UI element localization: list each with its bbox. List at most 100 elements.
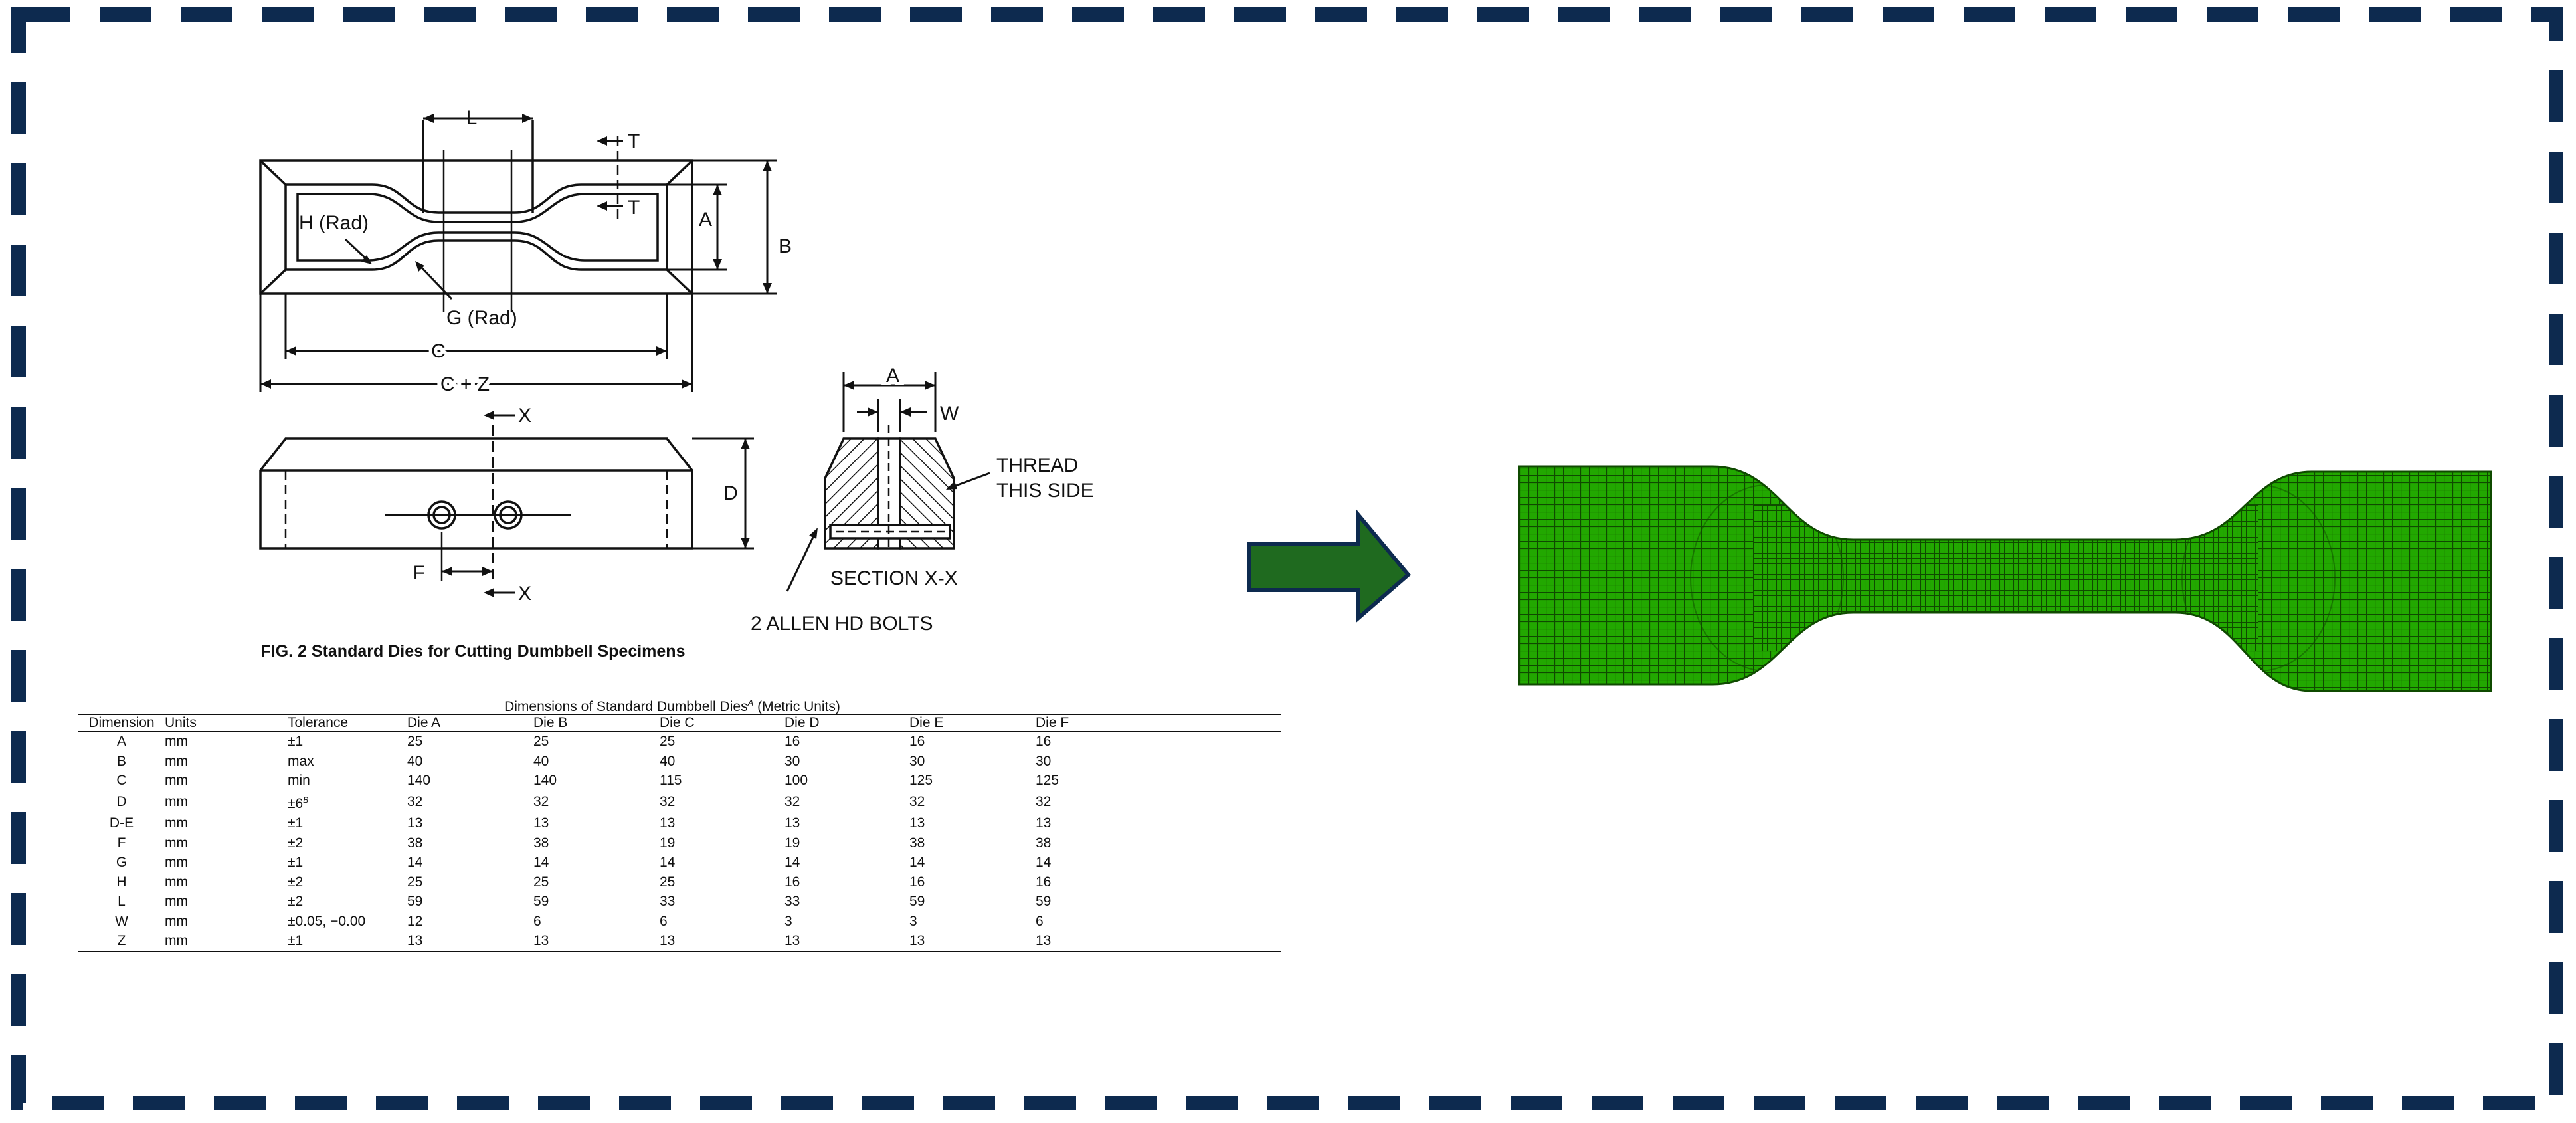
table-cell: C <box>78 771 165 791</box>
cell-value: 13 <box>784 933 800 948</box>
cell-value: 32 <box>407 794 423 809</box>
cell-value: C <box>116 773 127 788</box>
cell-value: 13 <box>533 933 549 948</box>
cell-value: D-E <box>109 815 134 831</box>
figure-caption: FIG. 2 Standard Dies for Cutting Dumbbel… <box>261 642 686 661</box>
table-caption-units: (Metric Units) <box>753 699 840 714</box>
label-L: L <box>466 107 478 129</box>
table-cell: 32 <box>784 791 909 814</box>
section-arrows-T <box>597 136 623 211</box>
dashed-frame <box>11 7 2563 1110</box>
table-cell: 38 <box>909 833 1036 853</box>
label-T-top: T <box>628 130 640 152</box>
cell-value: 13 <box>909 933 925 948</box>
cell-value: ±2 <box>288 894 304 909</box>
cell-value: 6 <box>1036 913 1044 929</box>
cell-value: ±6 <box>288 795 304 811</box>
cell-value: 25 <box>533 874 549 890</box>
cell-value: 13 <box>407 933 423 948</box>
label-X-top: X <box>518 405 531 427</box>
cell-value: 16 <box>784 734 800 749</box>
label-section-x-x: SECTION X-X <box>830 567 958 589</box>
cell-value: 30 <box>1036 753 1052 769</box>
cell-value: D <box>116 794 127 809</box>
table-cell: 59 <box>533 892 660 912</box>
cell-value: 32 <box>1036 794 1052 809</box>
cell-value: 40 <box>407 753 423 769</box>
cell-value: max <box>288 753 314 769</box>
die-top-view <box>259 120 693 312</box>
table-cell: mm <box>165 813 288 833</box>
table-cell: 25 <box>660 732 784 752</box>
cell-value: 32 <box>909 794 925 809</box>
table-cell: mm <box>165 791 288 814</box>
column-header: Die C <box>660 714 784 732</box>
cell-value: 16 <box>909 734 925 749</box>
cell-value: 13 <box>533 815 549 831</box>
cell-value: ±2 <box>288 874 304 890</box>
table-cell: max <box>288 752 407 771</box>
table-cell: 13 <box>533 813 660 833</box>
table-caption: Dimensions of Standard Dumbbell DiesA (M… <box>473 698 872 715</box>
cell-value: 38 <box>407 835 423 851</box>
cell-value: 125 <box>909 773 933 788</box>
thread-leader <box>786 472 990 592</box>
cell-value: 59 <box>909 894 925 909</box>
cell-value: 140 <box>533 773 557 788</box>
cell-value: ±0.05, −0.00 <box>288 913 366 929</box>
table-cell: 13 <box>407 813 533 833</box>
table-cell: 16 <box>784 872 909 892</box>
die-side-view <box>259 425 693 585</box>
table-caption-note: A <box>747 698 754 708</box>
radius-leaders <box>344 238 453 300</box>
column-header: Tolerance <box>288 714 407 732</box>
table-cell: 16 <box>909 872 1036 892</box>
label-T-bottom: T <box>628 197 640 219</box>
cell-value: 14 <box>909 855 925 870</box>
section-arrows-X <box>484 411 515 597</box>
cell-value: 38 <box>533 835 549 851</box>
tolerance-note: B <box>303 795 309 805</box>
cell-value: 25 <box>660 734 676 749</box>
fe-mesh-dogbone <box>1519 466 2491 691</box>
cell-value: ±1 <box>288 815 304 831</box>
cell-value: B <box>116 753 126 769</box>
column-header: Units <box>165 714 288 732</box>
cell-value: 32 <box>660 794 676 809</box>
cell-value: 13 <box>660 815 676 831</box>
table-cell: 12 <box>407 912 533 932</box>
cell-value: 14 <box>1036 855 1052 870</box>
table-cell: 40 <box>533 752 660 771</box>
cell-value: 19 <box>784 835 800 851</box>
table-cell: mm <box>165 892 288 912</box>
cell-value: 12 <box>407 913 423 929</box>
table-cell: 30 <box>1036 752 1281 771</box>
label-F: F <box>413 562 425 584</box>
cell-value: 16 <box>909 874 925 890</box>
table-cell: ±1 <box>288 732 407 752</box>
table-cell: B <box>78 752 165 771</box>
label-H-rad: H (Rad) <box>299 212 369 234</box>
table-cell: W <box>78 912 165 932</box>
table-cell: ±1 <box>288 853 407 872</box>
table-cell: 25 <box>533 732 660 752</box>
table-cell: 40 <box>407 752 533 771</box>
cell-value: mm <box>165 855 188 870</box>
table-cell: ±2 <box>288 833 407 853</box>
cell-value: 100 <box>784 773 808 788</box>
cell-value: mm <box>165 874 188 890</box>
label-B: B <box>779 235 792 257</box>
table-cell: 33 <box>660 892 784 912</box>
table-cell: 6 <box>1036 912 1281 932</box>
column-header: Die A <box>407 714 533 732</box>
table-cell: 19 <box>660 833 784 853</box>
table-cell: ±2 <box>288 892 407 912</box>
table-cell: D-E <box>78 813 165 833</box>
cell-value: 13 <box>1036 815 1052 831</box>
table-cell: 19 <box>784 833 909 853</box>
column-header: Die F <box>1036 714 1281 732</box>
table-cell: mm <box>165 872 288 892</box>
table-cell: ±6B <box>288 791 407 814</box>
